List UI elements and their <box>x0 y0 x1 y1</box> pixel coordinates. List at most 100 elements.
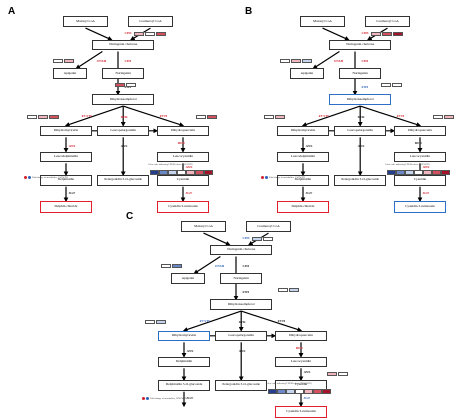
heat-cell <box>262 237 273 242</box>
enzyme-dfr2: DFR <box>295 346 303 351</box>
gene-expression-heatstrip <box>370 32 403 37</box>
metabolite-coumaroyl: Coumaroyl CoA <box>128 16 173 27</box>
heat-cell <box>433 115 443 120</box>
color-scale-bar <box>387 170 450 175</box>
heat-cell <box>338 372 348 377</box>
metabolite-cyanidin: Cyanidin <box>157 175 209 186</box>
metabolite-dihydromyricetin: Dihydromyricetin <box>158 330 210 342</box>
enzyme-ans1: ANS <box>68 143 76 148</box>
metabolite-apigenin: Apigenin <box>171 273 205 284</box>
heat-cell <box>392 32 403 37</box>
pathway-arrow <box>360 105 422 127</box>
scale-cell <box>204 170 213 175</box>
pathway-arrow <box>123 105 185 127</box>
pathway-arrow <box>182 310 242 332</box>
panel-label: B <box>245 6 253 17</box>
gene-expression-heatstrip <box>115 82 137 87</box>
heat-cell <box>156 320 166 325</box>
metabolite-leucocyanidin: Leucocyanidin <box>394 151 446 163</box>
gene-expression-heatstrip <box>27 115 59 120</box>
heat-cell <box>144 32 155 37</box>
enzyme-gt2: 3GT <box>303 395 311 400</box>
metabolite-delphinidin: Delphinidin <box>277 175 329 186</box>
metabolite-malonyl: Malonyl CoA <box>181 221 226 232</box>
gene-expression-heatstrip <box>145 320 166 325</box>
heat-cell <box>370 32 381 37</box>
enzyme-f35h: F3'5'H <box>318 113 329 118</box>
metabolite-dihydroquercetin: Dihydroquercetin <box>394 125 446 137</box>
scale-cell <box>150 170 159 175</box>
enzyme-f3ph: F3'H <box>396 113 404 118</box>
panel-label: C <box>126 211 134 222</box>
heat-cell <box>327 372 337 377</box>
metabolite-naringenin: Naringenin <box>220 273 262 284</box>
enzyme-dfr1: DFR <box>357 115 365 120</box>
heat-cell <box>207 115 217 120</box>
metabolite-dihydrokaempferol: Dihydrokaempferol <box>329 94 392 105</box>
metabolite-coumaroyl: Coumaroyl CoA <box>246 221 291 232</box>
gene-expression-heatstrip <box>196 115 217 120</box>
heat-cell <box>301 59 312 64</box>
metabolite-apigenin: Apigenin <box>290 68 324 79</box>
enzyme-chs: CHS <box>242 235 250 240</box>
scale-cell <box>168 170 177 175</box>
fold-change-legend: Fold change of metabolites, JAP/WFH <box>261 176 305 179</box>
metabolite-leucodelphinidin: Leucodelphinidin <box>40 151 92 163</box>
enzyme-fns: FNSII <box>334 59 344 64</box>
up-dot-icon <box>142 397 145 400</box>
gene-expression-heatstrip <box>160 264 182 269</box>
fold-change-legend: Fold change of metabolites, JXW/WFH <box>142 397 187 400</box>
metabolite-leucocyanidin: Leucocyanidin <box>157 151 209 163</box>
heat-cell <box>160 264 171 269</box>
up-dot-icon <box>261 176 264 179</box>
scale-cell <box>159 170 168 175</box>
pathway-arrow <box>64 105 124 127</box>
metabolite-cyanidin3r: Cyanidin 3-rutinoside <box>157 201 209 213</box>
gene-expression-heatstrip <box>279 59 312 64</box>
enzyme-f35h: F3'5'H <box>199 318 210 323</box>
metabolite-delphinidin: Delphinidin 3-O-glucoside <box>158 380 210 391</box>
scale-cell <box>195 170 204 175</box>
scale-cell <box>277 389 286 394</box>
metabolite-cyanidin: Cyanidin <box>394 175 446 186</box>
scale-cell <box>396 170 405 175</box>
enzyme-gt1: 3GT <box>186 395 194 400</box>
metabolite-dihydroquercetin: Dihydroquercetin <box>275 330 327 342</box>
heat-cell <box>171 264 182 269</box>
color-scale-label: Color code indicating FPKM values (JXW/W… <box>266 383 312 385</box>
heat-cell <box>49 115 59 120</box>
enzyme-ans2: ANS <box>357 143 365 148</box>
gene-expression-heatstrip <box>251 237 273 242</box>
enzyme-f3ph: F3'H <box>277 318 285 323</box>
scale-cell <box>405 170 414 175</box>
scale-cell <box>414 170 423 175</box>
pathway-arrow <box>301 105 361 127</box>
metabolite-pelargonidin3g: Pelargonidin 3-O-glucoside <box>334 175 387 186</box>
metabolite-leucodelphinidin: Delphinidin <box>158 356 210 368</box>
enzyme-chs: CHS <box>361 30 369 35</box>
heat-cell <box>145 320 155 325</box>
enzyme-ans3: ANS <box>185 164 193 169</box>
up-dot-icon <box>24 176 27 179</box>
down-dot-icon <box>265 176 268 179</box>
enzyme-f35h: F3'5'H <box>81 113 92 118</box>
color-scale-label: Color code indicating FPKM values (JAP/W… <box>385 164 430 166</box>
fold-change-label: Fold change of metabolites, JAP/WFH <box>269 176 305 179</box>
metabolite-dihydroquercetin: Dihydroquercetin <box>157 125 209 137</box>
enzyme-chi: CHI <box>124 59 131 64</box>
color-scale-bar <box>150 170 213 175</box>
pathway-arrow <box>193 255 221 275</box>
scale-cell <box>186 170 195 175</box>
enzyme-chs: CHS <box>124 30 132 35</box>
gene-expression-heatstrip <box>264 115 285 120</box>
heat-cell <box>38 115 48 120</box>
heat-cell <box>126 82 137 87</box>
down-dot-icon <box>146 397 149 400</box>
enzyme-gt1: 3GT <box>305 190 313 195</box>
enzyme-gt2: 3GT <box>185 190 193 195</box>
enzyme-ans1: ANS <box>305 143 313 148</box>
metabolite-leucopelargonidin: Leucopelargonidin <box>215 330 268 342</box>
heat-cell <box>288 287 299 292</box>
